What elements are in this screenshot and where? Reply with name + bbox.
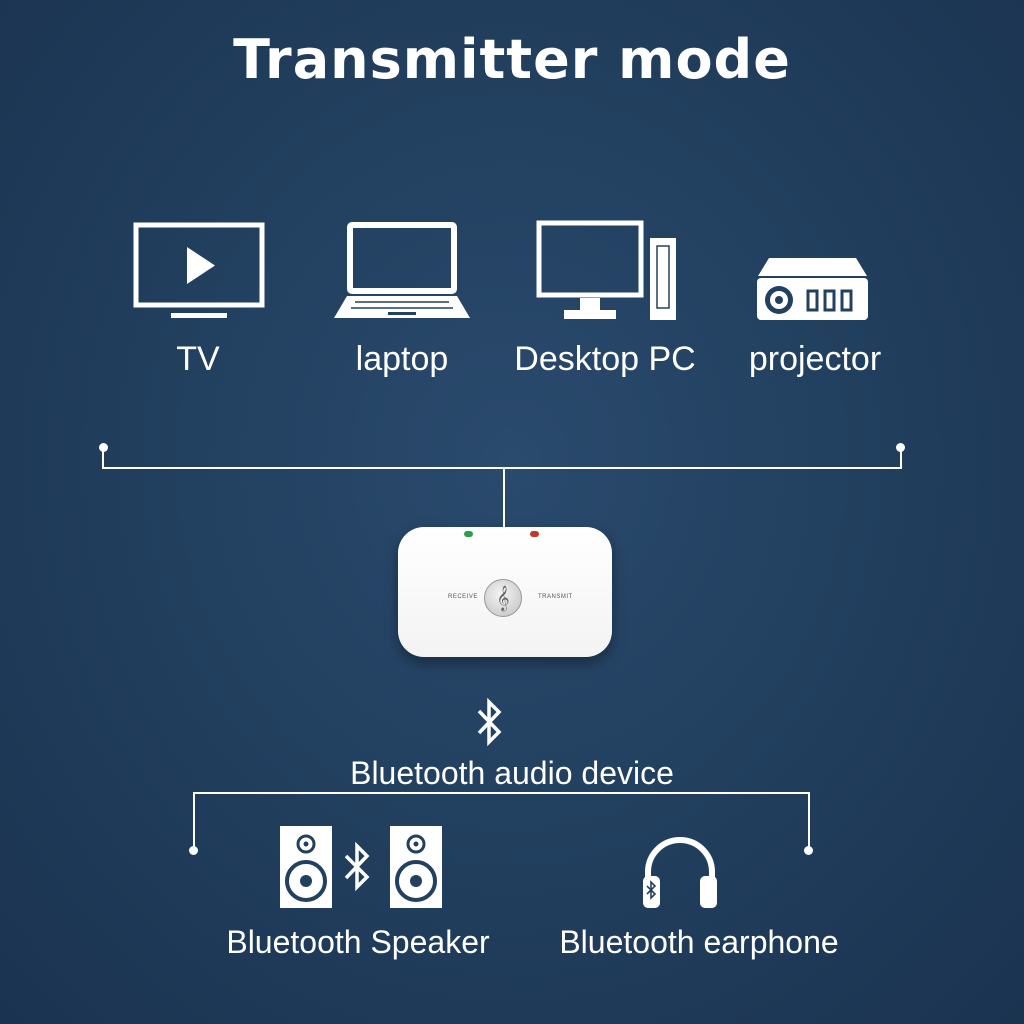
source-label-tv: TV [176, 340, 220, 378]
green-jack [464, 531, 473, 537]
receive-label: RECEIVE [448, 594, 478, 600]
source-label-laptop: laptop [355, 340, 449, 378]
connector-line [193, 792, 195, 848]
connector-dot-left [189, 846, 198, 855]
red-jack [530, 531, 539, 537]
tv-icon [133, 222, 265, 318]
desktop-pc-icon [536, 220, 676, 320]
transmit-label: TRANSMIT [538, 594, 573, 600]
page-title: Transmitter mode [233, 28, 791, 91]
treble-clef-icon: 𝄞 [496, 585, 510, 611]
connector-line [102, 467, 902, 469]
connector-dot-right [804, 846, 813, 855]
speaker-icon [280, 826, 442, 908]
connector-line [503, 467, 505, 529]
output-label-earphone: Bluetooth earphone [559, 924, 839, 960]
connector-line [102, 447, 104, 469]
connector-line [808, 792, 810, 848]
connector-line [900, 447, 902, 469]
bluetooth-icon [477, 698, 502, 747]
projector-icon [757, 258, 868, 320]
laptop-icon [334, 222, 470, 318]
output-label-speaker: Bluetooth Speaker [226, 924, 490, 960]
headphones-icon [643, 837, 717, 908]
bluetooth-audio-label: Bluetooth audio device [350, 755, 674, 791]
connector-line [193, 792, 810, 794]
bluetooth-adapter-device: RECEIVE 𝄞 TRANSMIT [398, 527, 612, 657]
source-label-desktop-pc: Desktop PC [514, 340, 696, 378]
source-label-projector: projector [748, 340, 882, 378]
mode-button[interactable]: 𝄞 [484, 579, 522, 617]
